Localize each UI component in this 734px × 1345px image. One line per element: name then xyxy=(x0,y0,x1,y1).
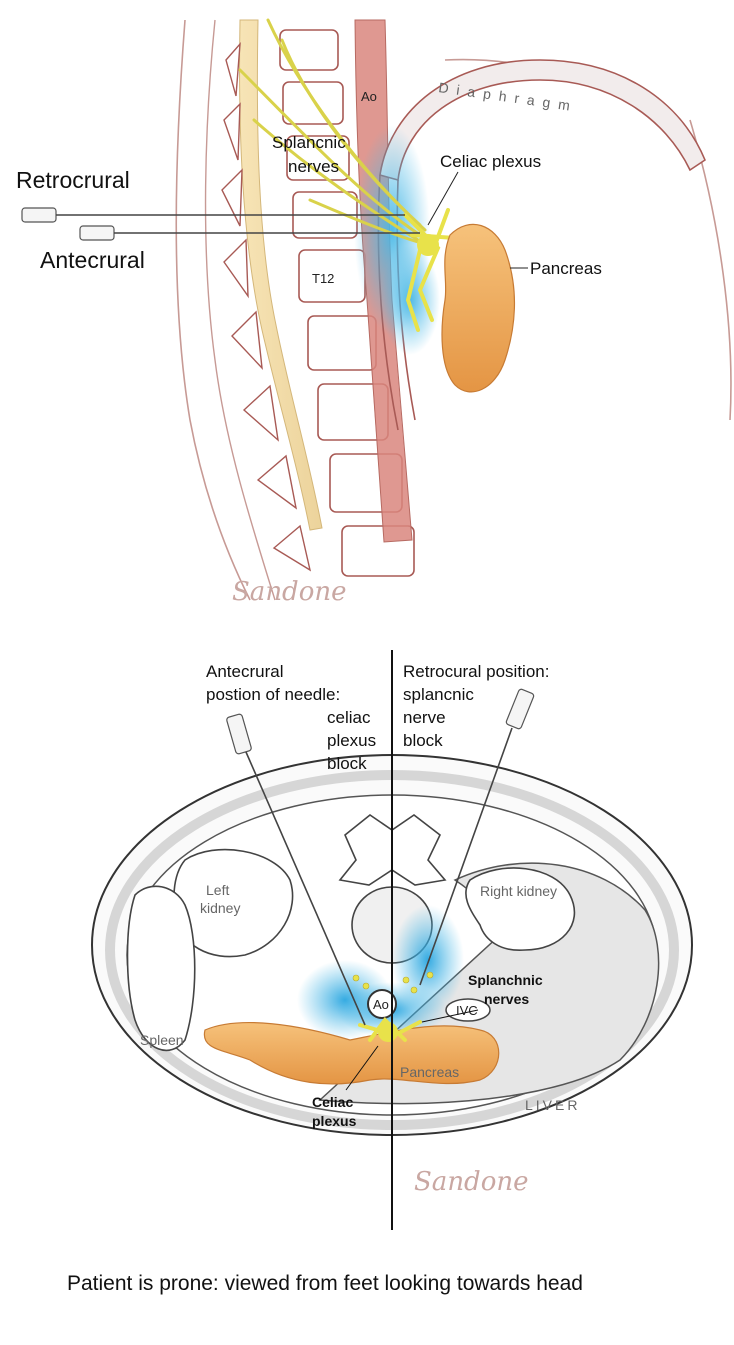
retrocrural-label-3: nerve xyxy=(403,708,446,727)
vertebral-body xyxy=(283,82,343,124)
antecrural-label-3: celiac xyxy=(327,708,371,727)
liver-label: LIVER xyxy=(525,1097,580,1113)
sagittal-view: Diaphragm Ao Splancnic nerves Celiac ple… xyxy=(16,20,731,607)
retrocrural-label-4: block xyxy=(403,731,443,750)
celiac-leader-line xyxy=(428,172,458,225)
left-kidney-label-1: Left xyxy=(206,882,229,898)
figure-caption: Patient is prone: viewed from feet looki… xyxy=(67,1272,583,1295)
vertebral-body xyxy=(308,316,376,370)
retrocrural-label-2: splancnic xyxy=(403,685,474,704)
antecrural-label-5: block xyxy=(327,754,367,773)
spleen xyxy=(128,886,195,1050)
splanchnic-nerves-label-1: Splanchnic xyxy=(468,972,543,988)
t12-label: T12 xyxy=(312,271,334,286)
needle-hub xyxy=(226,714,252,755)
axial-view: Antecrural postion of needle: celiac ple… xyxy=(92,650,692,1230)
antecrural-label-4: plexus xyxy=(327,731,376,750)
left-kidney-label-2: kidney xyxy=(200,900,240,916)
artist-signature: Sandone xyxy=(232,577,347,607)
diaphragm xyxy=(380,60,705,180)
artist-signature: Sandone xyxy=(414,1167,529,1197)
right-kidney-label: Right kidney xyxy=(480,883,557,899)
splanchnic-nerves-label-2: nerves xyxy=(484,991,529,1007)
splanchnic-nerves-label-1: Splancnic xyxy=(272,133,346,152)
needle-hub xyxy=(22,208,56,222)
celiac-plexus-label: Celiac plexus xyxy=(440,152,541,171)
retrocrural-label: Retrocrural xyxy=(16,167,130,193)
splanchnic-nerves-label-2: nerves xyxy=(288,157,339,176)
antecrural-label-1: Antecrural xyxy=(206,662,283,681)
ivc-label: IVC xyxy=(456,1003,478,1018)
spleen-label: Spleen xyxy=(140,1032,184,1048)
needle-hub xyxy=(80,226,114,240)
aorta-label: Ao xyxy=(361,89,377,104)
retrocrural-label-1: Retrocural position: xyxy=(403,662,549,681)
needle-hub xyxy=(505,688,534,729)
pancreas-label: Pancreas xyxy=(530,259,602,278)
aorta-label: Ao xyxy=(373,997,389,1012)
pancreas xyxy=(442,224,514,392)
diaphragm-label: Diaphragm xyxy=(438,79,579,114)
celiac-plexus-label-1: Celiac xyxy=(312,1094,353,1110)
antecrural-label-2: postion of needle: xyxy=(206,685,340,704)
celiac-plexus-label-2: plexus xyxy=(312,1113,357,1129)
antecrural-label: Antecrural xyxy=(40,247,145,273)
pancreas-label: Pancreas xyxy=(400,1064,459,1080)
vertebral-body xyxy=(280,30,338,70)
